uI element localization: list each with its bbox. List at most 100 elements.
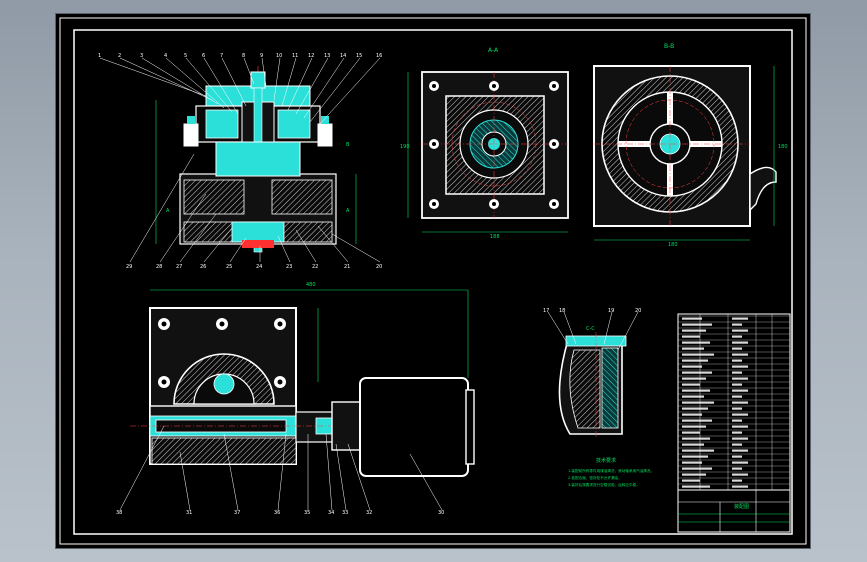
bom-row-text-mark xyxy=(682,479,700,482)
bom-row-text-mark xyxy=(682,461,702,464)
callout-18: 18 xyxy=(559,308,565,314)
sheet-border-inner xyxy=(73,29,793,535)
callout-16: 16 xyxy=(376,53,382,59)
callout-34: 34 xyxy=(328,510,334,516)
callout-leaders-bottom xyxy=(129,153,381,263)
bom-row-text-mark xyxy=(682,437,710,440)
callout-2: 2 xyxy=(118,53,121,59)
callout-8: 8 xyxy=(242,53,245,59)
callout-1: 1 xyxy=(98,53,101,59)
callout-36: 36 xyxy=(274,510,280,516)
callout-22: 22 xyxy=(312,264,318,270)
callout-20-cc: 20 xyxy=(635,308,641,314)
bom-row-text-mark xyxy=(682,317,702,320)
bom-row-text-mark xyxy=(732,377,748,380)
bom-row-text-mark xyxy=(732,413,748,416)
tech-notes-title: 技术要求 xyxy=(596,457,616,464)
callout-3: 3 xyxy=(140,53,143,59)
bom-row-text-mark xyxy=(732,383,742,386)
callout-11: 11 xyxy=(292,53,298,59)
callout-30: 30 xyxy=(438,510,444,516)
callout-20: 20 xyxy=(376,264,382,270)
bom-row-text-mark xyxy=(732,353,748,356)
callout-28: 28 xyxy=(156,264,162,270)
bom-row-text-mark xyxy=(682,353,714,356)
callout-23: 23 xyxy=(286,264,292,270)
bom-row-text-mark xyxy=(682,467,712,470)
bom-row-text-mark xyxy=(682,449,714,452)
bom-row-text-mark xyxy=(732,455,742,458)
callout-9: 9 xyxy=(260,53,263,59)
bom-row-text-mark xyxy=(732,449,748,452)
tech-note-line: 2.各配合面、密封处不允许漏油。 xyxy=(568,475,622,480)
callout-leaders-lower xyxy=(119,425,443,511)
bom-row-text-mark xyxy=(682,455,708,458)
bom-row-text-mark xyxy=(682,425,706,428)
bom-row-text-mark xyxy=(732,419,742,422)
bom-row-text-mark xyxy=(682,389,710,392)
section-cc-title: C-C xyxy=(586,326,595,332)
title-block-name: 装配图 xyxy=(734,503,749,510)
cad-drawing-viewport[interactable]: A A B 1 2 3 4 5 6 7 8 9 10 11 12 13 14 xyxy=(56,14,810,548)
bom-row-text-mark xyxy=(732,425,748,428)
tech-note-line: 3.装好后按要求进行空载试验，运转应平稳。 xyxy=(568,482,640,487)
callout-25: 25 xyxy=(226,264,232,270)
lower-assembly-view: 480 xyxy=(130,282,475,477)
bom-row-text-mark xyxy=(682,431,700,434)
bom-row-text-mark xyxy=(682,413,702,416)
callout-32: 32 xyxy=(366,510,372,516)
bom-row-text-mark xyxy=(732,479,742,482)
dim-aa-width: 188 xyxy=(490,234,500,240)
bom-row-text-mark xyxy=(732,359,742,362)
callout-13: 13 xyxy=(324,53,330,59)
section-bb-view: 180 180 B-B xyxy=(593,43,788,248)
bom-row-text-mark xyxy=(732,461,748,464)
callout-4: 4 xyxy=(164,53,167,59)
bom-row-text-mark xyxy=(732,485,748,488)
callout-17: 17 xyxy=(543,308,549,314)
bom-row-text-mark xyxy=(732,371,742,374)
section-aa-title: A-A xyxy=(488,47,499,54)
bom-row-text-mark xyxy=(682,377,706,380)
dim-bb-width: 180 xyxy=(668,242,678,248)
bom-row-text-mark xyxy=(732,467,742,470)
callout-26: 26 xyxy=(200,264,206,270)
bom-row-text-mark xyxy=(682,323,712,326)
section-cc-detail: C-C 17 18 19 20 xyxy=(543,308,641,438)
dim-bb-height: 180 xyxy=(778,144,788,150)
bom-row-text-mark xyxy=(682,335,700,338)
bom-row-text-mark xyxy=(682,347,704,350)
callout-numbers-bottom: 29 28 27 26 25 24 23 22 21 20 xyxy=(126,264,382,270)
callout-31: 31 xyxy=(186,510,192,516)
bom-row-text-mark xyxy=(732,347,742,350)
bom-row-text-mark xyxy=(682,443,704,446)
bom-row-text-mark xyxy=(682,371,712,374)
section-mark-a-left: A xyxy=(166,208,170,214)
section-mark-b: B xyxy=(346,142,350,148)
callout-24: 24 xyxy=(256,264,262,270)
callout-7: 7 xyxy=(220,53,223,59)
bom-row-text-mark xyxy=(682,395,704,398)
bom-row-text-mark xyxy=(682,485,710,488)
callout-19: 19 xyxy=(608,308,614,314)
section-aa-view: 188 190 A-A xyxy=(400,47,569,240)
bom-row-text-mark xyxy=(682,329,706,332)
sheet-border-outer xyxy=(59,17,807,545)
bom-row-text-mark xyxy=(732,323,742,326)
bom-row-text-mark xyxy=(732,365,748,368)
dim-aa-height: 190 xyxy=(400,144,410,150)
bom-row-text-mark xyxy=(682,359,708,362)
bom-row-text-mark xyxy=(732,389,748,392)
callout-38: 38 xyxy=(116,510,122,516)
callout-12: 12 xyxy=(308,53,314,59)
dim-lower-width: 480 xyxy=(306,282,316,288)
bom-row-text-mark xyxy=(682,383,700,386)
callout-33: 33 xyxy=(342,510,348,516)
callout-35: 35 xyxy=(304,510,310,516)
bom-row-text-mark xyxy=(682,473,706,476)
bom-row-text-mark xyxy=(732,395,742,398)
bom-row-text-mark xyxy=(732,341,748,344)
bom-row-text-mark xyxy=(732,443,742,446)
callout-15: 15 xyxy=(356,53,362,59)
callout-14: 14 xyxy=(340,53,346,59)
